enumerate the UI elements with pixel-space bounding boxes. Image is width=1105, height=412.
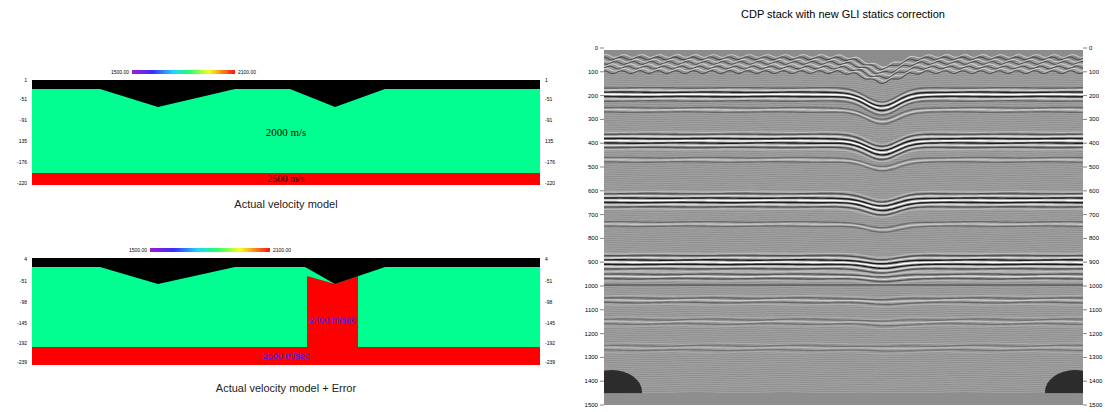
seismic-section xyxy=(604,50,1083,405)
depth-tick: 4 xyxy=(545,257,548,262)
layer-velocity: 2400 m/sec xyxy=(309,316,356,325)
depth-tick: -91 xyxy=(20,118,27,123)
time-tick: 1300 xyxy=(585,354,598,360)
colorbar-value: 2100.00 xyxy=(273,248,291,253)
velocity-model xyxy=(32,70,540,185)
time-tick: 1400 xyxy=(1089,378,1102,384)
colorbar-value: 2100.00 xyxy=(238,70,256,75)
time-tick: 500 xyxy=(1089,164,1099,170)
depth-tick: -91 xyxy=(545,118,552,123)
depth-tick: -192 xyxy=(545,341,555,346)
time-tick: 300 xyxy=(588,116,598,122)
time-tick: 0 xyxy=(1089,45,1092,51)
depth-tick: -98 xyxy=(545,300,552,305)
time-tick: 300 xyxy=(1089,116,1099,122)
depth-tick: -145 xyxy=(545,321,555,326)
time-tick: 100 xyxy=(1089,69,1099,75)
time-tick: 500 xyxy=(588,164,598,170)
velocity-model xyxy=(32,248,540,365)
error-block: 2400 m/sec xyxy=(298,306,367,334)
depth-tick: -51 xyxy=(20,279,27,284)
colorbar-value: 1500.00 xyxy=(111,70,129,75)
time-tick: 0 xyxy=(595,45,598,51)
depth-tick: -239 xyxy=(17,360,27,365)
time-tick: 700 xyxy=(1089,212,1099,218)
time-tick: 1000 xyxy=(585,283,598,289)
depth-tick: 135 xyxy=(545,139,553,144)
depth-tick: -192 xyxy=(17,341,27,346)
time-tick: 1300 xyxy=(1089,354,1102,360)
time-tick: 400 xyxy=(588,140,598,146)
layer-velocity: 2000 m/s xyxy=(266,127,307,138)
layer-velocity: 2500 m/sec xyxy=(263,352,310,361)
time-tick: 600 xyxy=(588,188,598,194)
color-bar xyxy=(150,248,270,252)
time-tick: 1500 xyxy=(585,402,598,408)
caption: Actual velocity model xyxy=(234,199,337,210)
time-tick: 200 xyxy=(588,93,598,99)
depth-tick: -98 xyxy=(20,300,27,305)
depth-tick: -145 xyxy=(17,321,27,326)
time-tick: 1200 xyxy=(585,331,598,337)
time-tick: 700 xyxy=(588,212,598,218)
time-tick: 100 xyxy=(588,69,598,75)
depth-tick: -220 xyxy=(545,181,555,186)
time-tick: 1100 xyxy=(1089,307,1102,313)
depth-tick: -51 xyxy=(545,97,552,102)
layer-velocity: 2500 m/s xyxy=(268,174,305,184)
depth-tick: -239 xyxy=(545,360,555,365)
time-tick: 800 xyxy=(588,235,598,241)
time-tick: 1000 xyxy=(1089,283,1102,289)
depth-tick: -51 xyxy=(20,97,27,102)
depth-tick: -176 xyxy=(545,160,555,165)
time-tick: 900 xyxy=(1089,259,1099,265)
depth-tick: 135 xyxy=(19,139,27,144)
depth-tick: 1 xyxy=(545,78,548,83)
time-tick: 1500 xyxy=(1089,402,1102,408)
time-tick: 400 xyxy=(1089,140,1099,146)
depth-tick: 1 xyxy=(24,78,27,83)
velocity-layer: 2500 m/sec xyxy=(32,347,540,365)
depth-tick: -51 xyxy=(545,279,552,284)
time-tick: 200 xyxy=(1089,93,1099,99)
time-tick: 1400 xyxy=(585,378,598,384)
time-tick: 900 xyxy=(588,259,598,265)
depth-tick: -220 xyxy=(17,181,27,186)
time-tick: 800 xyxy=(1089,235,1099,241)
time-tick: 1100 xyxy=(585,307,598,313)
chart-title: CDP stack with new GLI statics correctio… xyxy=(741,9,945,20)
velocity-layer: 2500 m/s xyxy=(32,173,540,185)
colorbar-value: 1500.00 xyxy=(129,248,147,253)
depth-tick: 4 xyxy=(24,257,27,262)
time-tick: 1200 xyxy=(1089,331,1102,337)
color-bar xyxy=(132,70,235,74)
velocity-layer: 2000 m/s xyxy=(32,112,540,152)
caption: Actual velocity model + Error xyxy=(216,383,356,394)
time-tick: 600 xyxy=(1089,188,1099,194)
depth-tick: -176 xyxy=(17,160,27,165)
